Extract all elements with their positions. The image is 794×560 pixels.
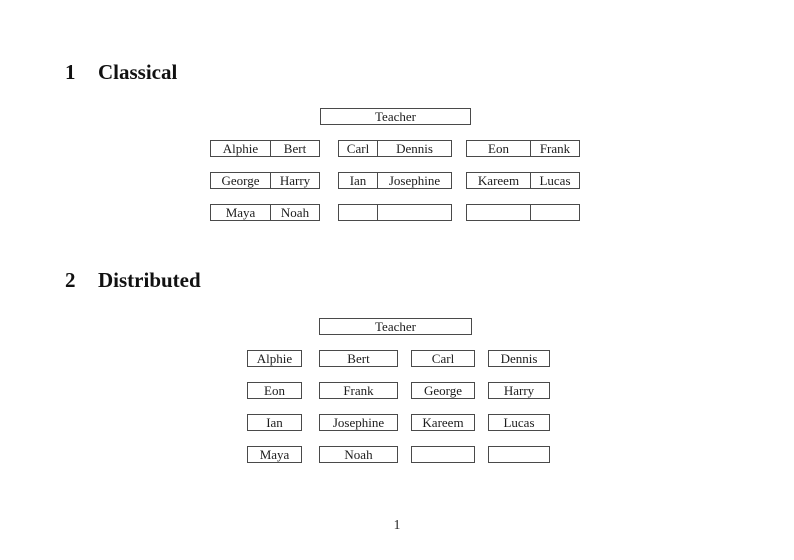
section-title: Classical (98, 60, 178, 84)
teacher-label: Teacher (375, 319, 416, 334)
desk-table: Eon Frank (466, 140, 580, 157)
desk-box-empty (488, 446, 550, 463)
desk-cell: Lucas (539, 173, 571, 188)
desk-box: Maya (247, 446, 302, 463)
teacher-box: Teacher (320, 108, 471, 125)
desk-box: Frank (319, 382, 398, 399)
desk-box: Alphie (247, 350, 302, 367)
desk-cell: Josephine (388, 173, 441, 188)
desk-table: Maya Noah (210, 204, 320, 221)
desk-cell: Harry (279, 173, 311, 188)
desk-cell (339, 205, 378, 220)
desk-table: Kareem Lucas (466, 172, 580, 189)
section-number: 2 (65, 268, 76, 292)
desk-box: Bert (319, 350, 398, 367)
desk-table: Carl Dennis (338, 140, 452, 157)
desk-cell (378, 205, 451, 220)
desk-table-empty (466, 204, 580, 221)
desk-cell: Maya (211, 205, 271, 220)
desk-table: Ian Josephine (338, 172, 452, 189)
desk-table: George Harry (210, 172, 320, 189)
desk-cell (467, 205, 531, 220)
desk-table: Alphie Bert (210, 140, 320, 157)
desk-box: George (411, 382, 475, 399)
section-heading-classical: 1 Classical (65, 62, 177, 83)
desk-box: Eon (247, 382, 302, 399)
desk-table-empty (338, 204, 452, 221)
section-number: 1 (65, 60, 76, 84)
teacher-box: Teacher (319, 318, 472, 335)
desk-cell: Frank (539, 141, 571, 156)
desk-cell (531, 205, 579, 220)
desk-cell: Carl (339, 141, 378, 156)
section-heading-distributed: 2 Distributed (65, 270, 201, 291)
desk-box: Lucas (488, 414, 550, 431)
desk-box: Kareem (411, 414, 475, 431)
desk-box-empty (411, 446, 475, 463)
teacher-label: Teacher (375, 109, 416, 124)
desk-box: Harry (488, 382, 550, 399)
desk-box: Noah (319, 446, 398, 463)
desk-cell: Ian (339, 173, 378, 188)
desk-cell: Eon (467, 141, 531, 156)
desk-cell: Noah (280, 205, 310, 220)
desk-box: Josephine (319, 414, 398, 431)
desk-cell: George (211, 173, 271, 188)
desk-cell: Kareem (467, 173, 531, 188)
desk-box: Carl (411, 350, 475, 367)
desk-cell: Dennis (396, 141, 433, 156)
section-title: Distributed (98, 268, 201, 292)
desk-cell: Bert (283, 141, 307, 156)
desk-box: Dennis (488, 350, 550, 367)
page-number: 1 (393, 517, 401, 532)
desk-cell: Alphie (211, 141, 271, 156)
desk-box: Ian (247, 414, 302, 431)
